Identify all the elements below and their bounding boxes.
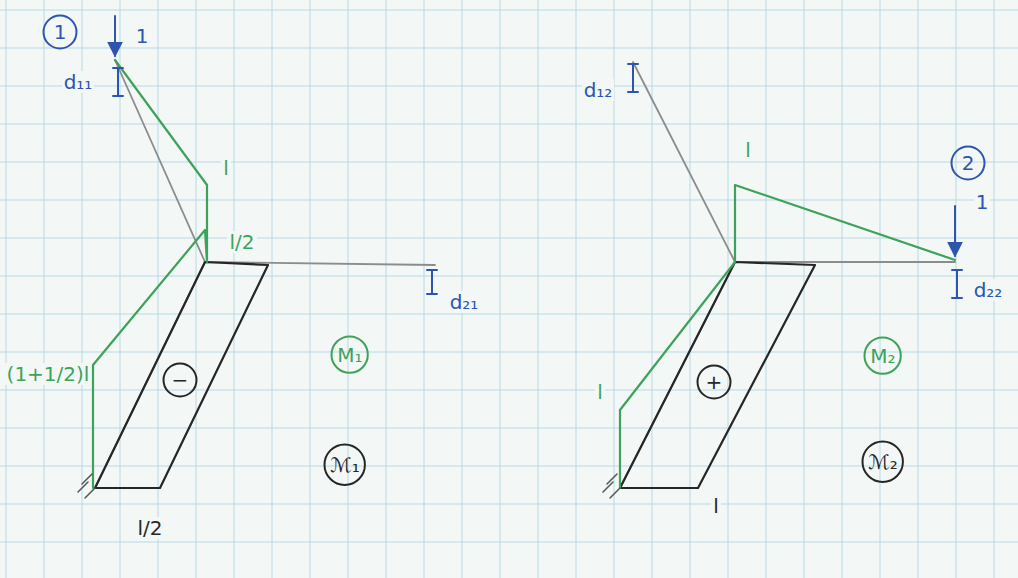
sign-marker: − (162, 362, 198, 398)
frame-structure (620, 62, 955, 488)
circle-outline (164, 364, 197, 397)
displacement-mark (628, 64, 638, 92)
grid-line (272, 0, 273, 578)
load-value: 1 (974, 191, 991, 213)
grid-line (6, 0, 7, 578)
frame-structure (95, 60, 435, 488)
moment-diagram (95, 262, 268, 488)
grid-line (348, 0, 349, 578)
moment-value: l (711, 495, 721, 517)
moment-diagram-green (93, 60, 207, 488)
node-text: + (706, 371, 723, 393)
grid-line (538, 0, 539, 578)
grid-line (0, 466, 1018, 467)
grid-line (0, 162, 1018, 163)
diagram-name: ℳ₂ (861, 440, 904, 483)
grid-line (310, 0, 311, 578)
displacement-label: d₂₁ (448, 291, 481, 313)
callout-number: 2 (950, 145, 986, 181)
grid-line (766, 0, 767, 578)
displacement-label: d₂₂ (972, 279, 1005, 301)
circle-outline (952, 147, 985, 180)
grid-line (0, 10, 1018, 11)
callout-number: 1 (42, 14, 78, 50)
grid-line (158, 0, 159, 578)
grid-line (424, 0, 425, 578)
moment-value: l (743, 139, 753, 161)
circle-outline (325, 445, 365, 485)
grid-line (196, 0, 197, 578)
sign-marker: + (696, 364, 732, 400)
circle-outline (332, 337, 368, 373)
displacement-mark (427, 270, 437, 294)
grid-line (0, 48, 1018, 49)
grid-line (0, 504, 1018, 505)
displacement-mark (952, 270, 962, 298)
node-text: 2 (962, 152, 975, 174)
grid-line (0, 86, 1018, 87)
grid-line (690, 0, 691, 578)
grid-line (234, 0, 235, 578)
grid-line (0, 428, 1018, 429)
diagram-name: M₂ (863, 336, 902, 375)
moment-value: l (595, 381, 605, 403)
displacement-label: d₁₁ (62, 71, 95, 93)
node-text: 1 (54, 21, 67, 43)
circle-outline (698, 366, 731, 399)
circle-outline (865, 338, 901, 374)
grid-line (0, 276, 1018, 277)
fixed-support (603, 474, 620, 498)
grid-line (0, 238, 1018, 239)
grid-line (120, 0, 121, 578)
grid-line (880, 0, 881, 578)
unit-load-arrow (954, 206, 956, 256)
grid-line (0, 124, 1018, 125)
grid-line (652, 0, 653, 578)
moment-value: (1+1/2)l (5, 363, 92, 385)
displacement-label: d₁₂ (582, 79, 615, 101)
diagram-name: M₁ (330, 335, 369, 374)
moment-value: l (221, 157, 231, 179)
moment-diagram-green (620, 185, 955, 488)
grid-line (0, 314, 1018, 315)
node-text: ℳ₁ (330, 454, 359, 476)
displacement-mark (113, 68, 123, 96)
grid-line (44, 0, 45, 578)
unit-load-arrow (114, 16, 116, 56)
diagram-name: ℳ₁ (323, 443, 366, 486)
node-text: − (172, 369, 189, 391)
load-value: 1 (134, 25, 151, 47)
fixed-support (78, 474, 95, 498)
grid-line (462, 0, 463, 578)
node-text: M₂ (870, 345, 895, 367)
grid-line (728, 0, 729, 578)
moment-value: l/2 (135, 517, 164, 539)
grid-line (500, 0, 501, 578)
moment-value: l/2 (227, 231, 256, 253)
moment-diagram (620, 262, 815, 488)
grid-line (0, 390, 1018, 391)
grid-line (0, 542, 1018, 543)
grid-line (0, 200, 1018, 201)
circle-outline (44, 16, 77, 49)
grid-line (386, 0, 387, 578)
grid-line (576, 0, 577, 578)
node-text: ℳ₂ (868, 451, 897, 473)
grid-line (842, 0, 843, 578)
node-text: M₁ (337, 344, 362, 366)
circle-outline (863, 442, 903, 482)
grid-line (918, 0, 919, 578)
